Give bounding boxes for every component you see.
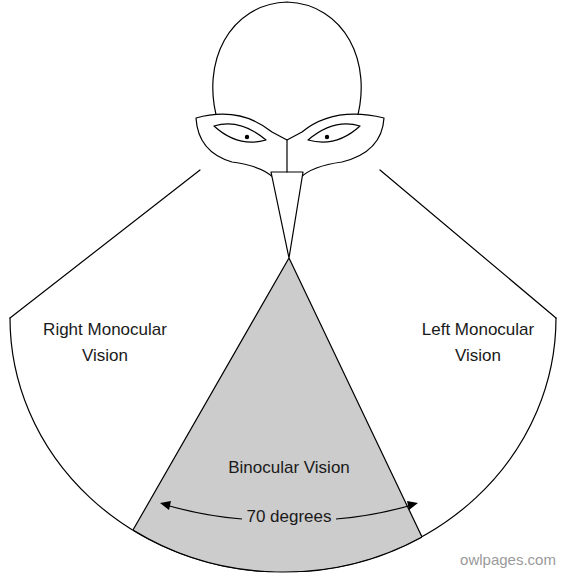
owl-eye	[308, 124, 360, 142]
angle-label: 70 degrees	[244, 504, 334, 530]
region-label: Right Monocular Vision	[34, 317, 176, 369]
arrowhead	[407, 501, 418, 510]
owl-pupil	[245, 135, 249, 139]
field-boundary	[380, 170, 556, 318]
angle-arc	[336, 505, 412, 519]
region-label: Binocular Vision	[189, 455, 389, 481]
owl-pupil	[325, 135, 329, 139]
binocular-sector	[133, 258, 422, 572]
arrowhead	[160, 501, 171, 510]
binocular-region: Binocular Vision 70 degrees	[133, 258, 422, 572]
region-label: Left Monocular Vision	[407, 317, 549, 369]
owl-beak	[271, 172, 303, 258]
owl-head	[213, 2, 361, 122]
watermark: owlpages.com	[453, 547, 563, 573]
owl-eye	[214, 124, 266, 142]
field-boundary	[10, 170, 200, 318]
angle-arc	[166, 505, 242, 519]
owl-beak-ridge	[286, 140, 287, 172]
